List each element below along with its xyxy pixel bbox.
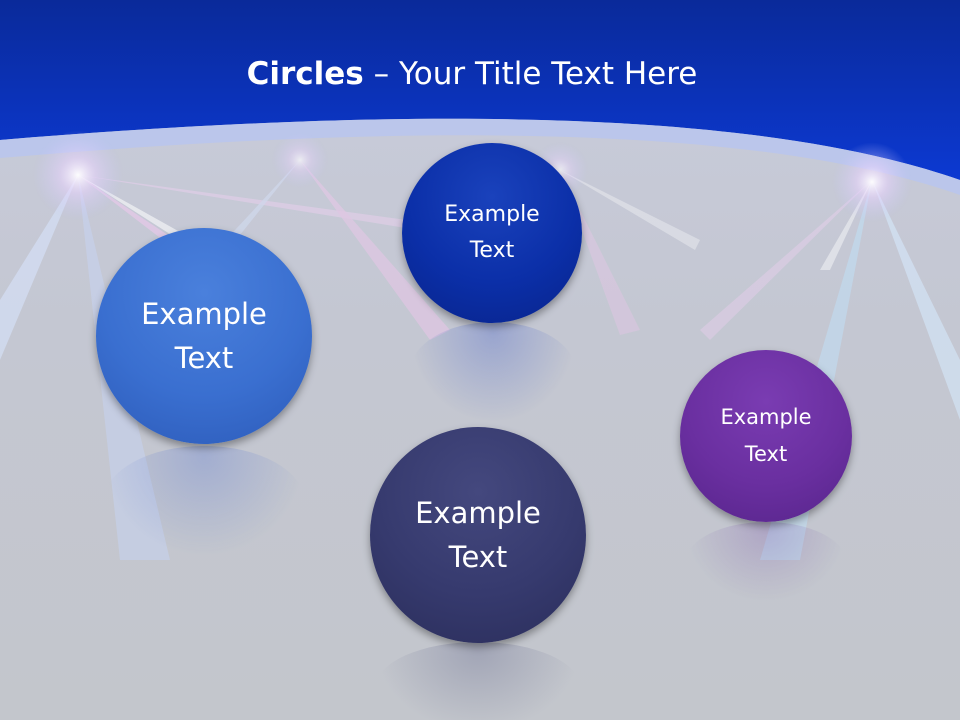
header-band: [0, 0, 960, 180]
circle-text-line2: Text: [174, 341, 234, 375]
circle-large-blue: Example Text: [96, 228, 312, 444]
circle-text-line1: Example: [141, 297, 267, 331]
light-glow-right: [832, 142, 912, 222]
circle-reflection: [410, 322, 576, 422]
circle-text-line1: Example: [415, 496, 541, 530]
circle-navy: Example Text: [370, 427, 586, 643]
circle-reflection: [104, 446, 304, 556]
circle-dark-blue: Example Text: [402, 143, 582, 323]
circle-text-line1: Example: [720, 405, 812, 429]
title-rest: Your Title Text Here: [398, 56, 698, 92]
circle-text-line2: Text: [448, 540, 508, 574]
slide-title: Circles – Your Title Text Here: [0, 54, 944, 94]
circle-purple: Example Text: [680, 350, 852, 522]
header-arc: [0, 118, 960, 195]
circle-text-line2: Text: [744, 442, 788, 466]
title-bold: Circles: [246, 56, 364, 92]
light-glow-left: [33, 130, 123, 220]
circle-text-line1: Example: [444, 202, 540, 227]
circle-text-line2: Text: [469, 238, 515, 263]
circle-reflection: [686, 522, 846, 602]
title-dash: –: [373, 56, 390, 92]
circle-reflection: [376, 642, 580, 720]
